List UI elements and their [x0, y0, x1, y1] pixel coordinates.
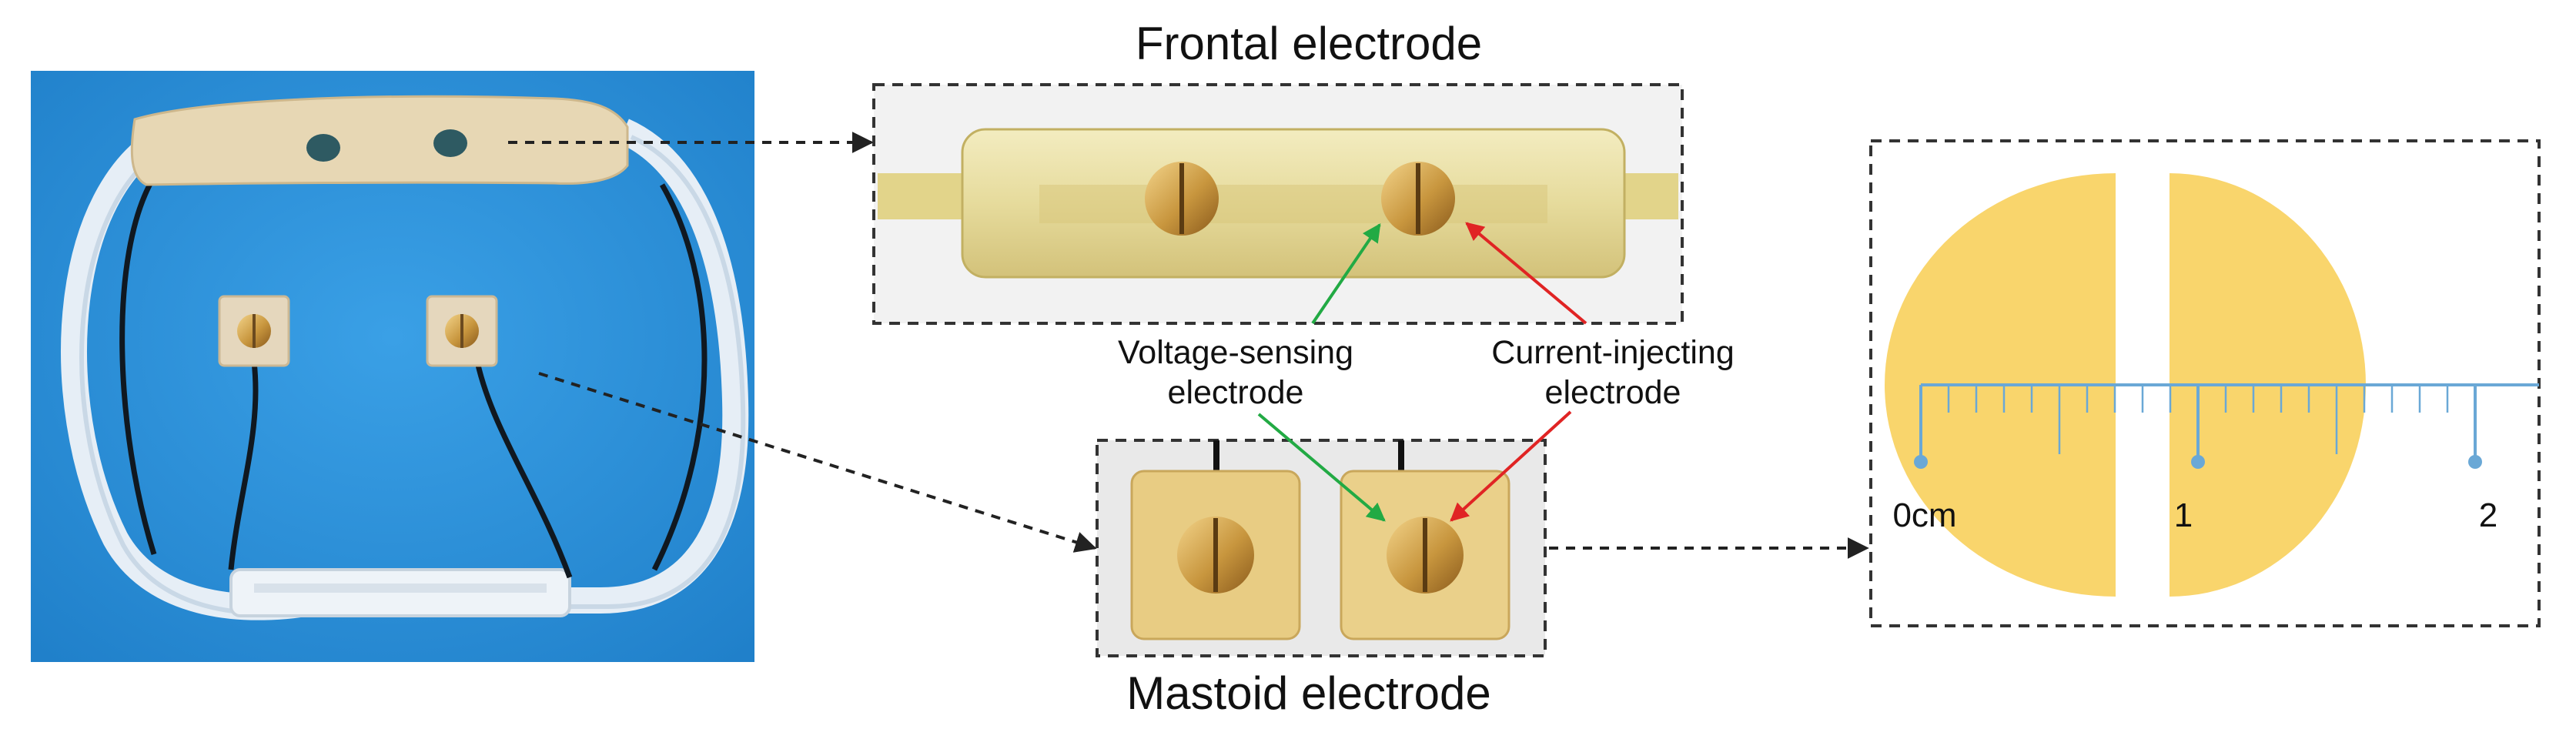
current-arrow-frontal	[1465, 222, 1587, 325]
ruler	[1914, 383, 2539, 469]
electrode-scale-panel	[1869, 139, 2541, 627]
voltage-sensing-label: Voltage-sensing electrode	[1062, 333, 1409, 413]
frontal-electrode-photo	[872, 83, 1684, 325]
ruler-label-1: 1	[2173, 497, 2193, 534]
ruler-major-dot	[2468, 455, 2482, 469]
current-injecting-label: Current-injecting electrode	[1440, 333, 1786, 413]
mastoid-electrode-title: Mastoid electrode	[1126, 667, 1491, 719]
mastoid-voltage-screw	[1177, 517, 1254, 594]
headband-photo	[31, 71, 754, 662]
frontal-voltage-screw	[1145, 162, 1219, 236]
voltage-sensing-line-2: electrode	[1167, 374, 1304, 411]
connector-mastoid	[538, 372, 1097, 553]
mastoid-current-screw	[1387, 517, 1464, 594]
ruler-major-dot	[2191, 455, 2205, 469]
ruler-label-2: 2	[2478, 497, 2498, 534]
voltage-sensing-line-1: Voltage-sensing	[1118, 334, 1353, 371]
voltage-arrow-mastoid	[1257, 413, 1386, 522]
mastoid-electrode-photo	[1096, 439, 1547, 657]
ruler-major-dot	[1914, 455, 1928, 469]
current-injecting-line-2: electrode	[1544, 374, 1681, 411]
frontal-electrode-title: Frontal electrode	[1135, 18, 1483, 69]
ruler-label-0: 0cm	[1892, 497, 1957, 534]
frontal-current-screw	[1381, 162, 1455, 236]
voltage-arrow-frontal	[1311, 223, 1381, 325]
current-arrow-mastoid	[1450, 410, 1572, 522]
current-injecting-line-1: Current-injecting	[1491, 334, 1735, 371]
